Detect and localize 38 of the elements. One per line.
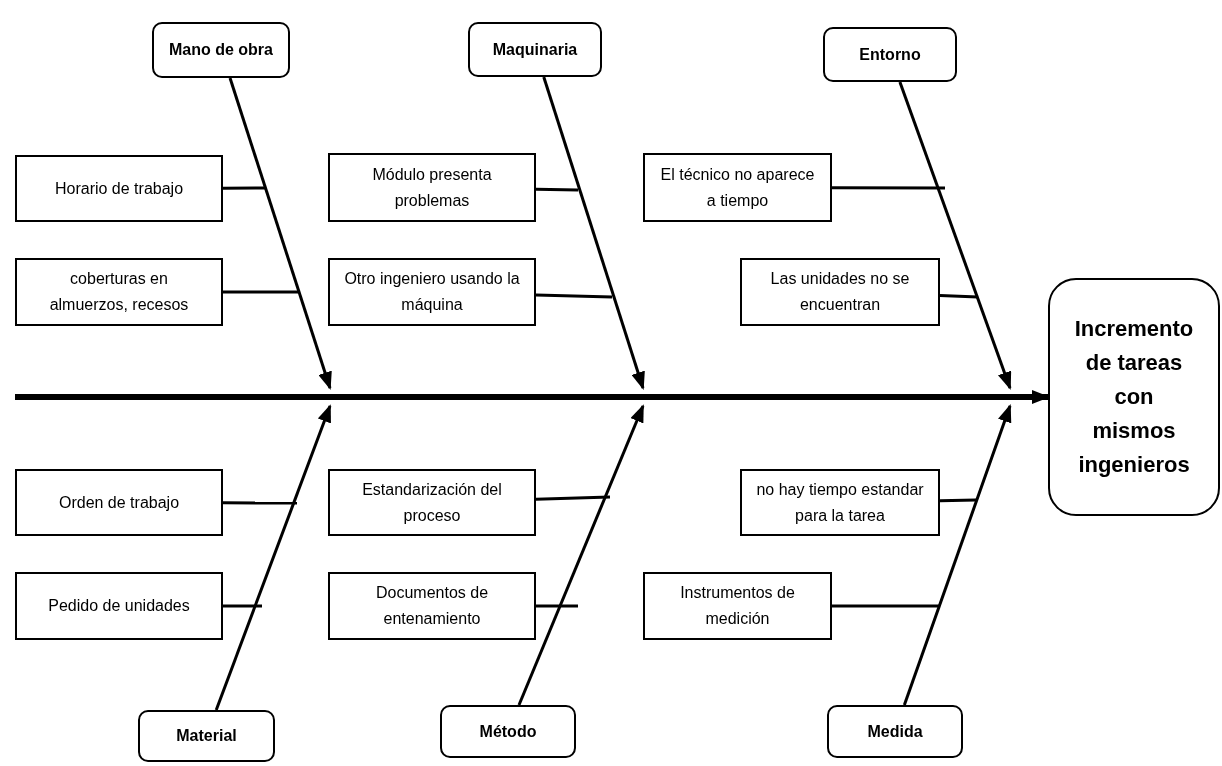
connector-line — [223, 186, 265, 190]
cause-box: Orden de trabajo — [15, 469, 223, 536]
cause-box: Horario de trabajo — [15, 155, 223, 222]
connector-line — [939, 498, 977, 503]
arrow — [15, 390, 1050, 404]
arrow — [898, 81, 1012, 390]
cause-box: coberturas en almuerzos, recesos — [15, 258, 223, 326]
cause-box: Estandarización del proceso — [328, 469, 536, 536]
connector-line — [223, 290, 298, 294]
connector-line — [536, 604, 578, 608]
effect-box: Incremento de tareas con mismos ingenieros — [1048, 278, 1220, 516]
arrow — [542, 76, 645, 390]
connector-line — [535, 293, 613, 299]
connector-line — [535, 495, 611, 501]
category-box: Material — [138, 710, 275, 762]
arrow — [902, 404, 1012, 706]
cause-box: Documentos de entenamiento — [328, 572, 536, 640]
cause-box: Instrumentos de medición — [643, 572, 832, 640]
cause-box: Las unidades no se encuentran — [740, 258, 940, 326]
arrow — [228, 77, 332, 390]
arrow — [214, 404, 332, 711]
arrow — [517, 404, 645, 706]
category-box: Maquinaria — [468, 22, 602, 77]
category-box: Entorno — [823, 27, 957, 82]
cause-box: Pedido de unidades — [15, 572, 223, 640]
category-box: Medida — [827, 705, 963, 758]
cause-box: Otro ingeniero usando la máquina — [328, 258, 536, 326]
connector-line — [223, 501, 297, 505]
cause-box: El técnico no aparece a tiempo — [643, 153, 832, 222]
cause-box: no hay tiempo estandar para la tarea — [740, 469, 940, 536]
connector-line — [223, 604, 262, 608]
category-box: Mano de obra — [152, 22, 290, 78]
category-box: Método — [440, 705, 576, 758]
connector-line — [535, 187, 579, 192]
connector-line — [832, 604, 940, 608]
cause-box: Módulo presenta problemas — [328, 153, 536, 222]
connector-line — [832, 186, 945, 190]
connector-line — [939, 294, 979, 299]
